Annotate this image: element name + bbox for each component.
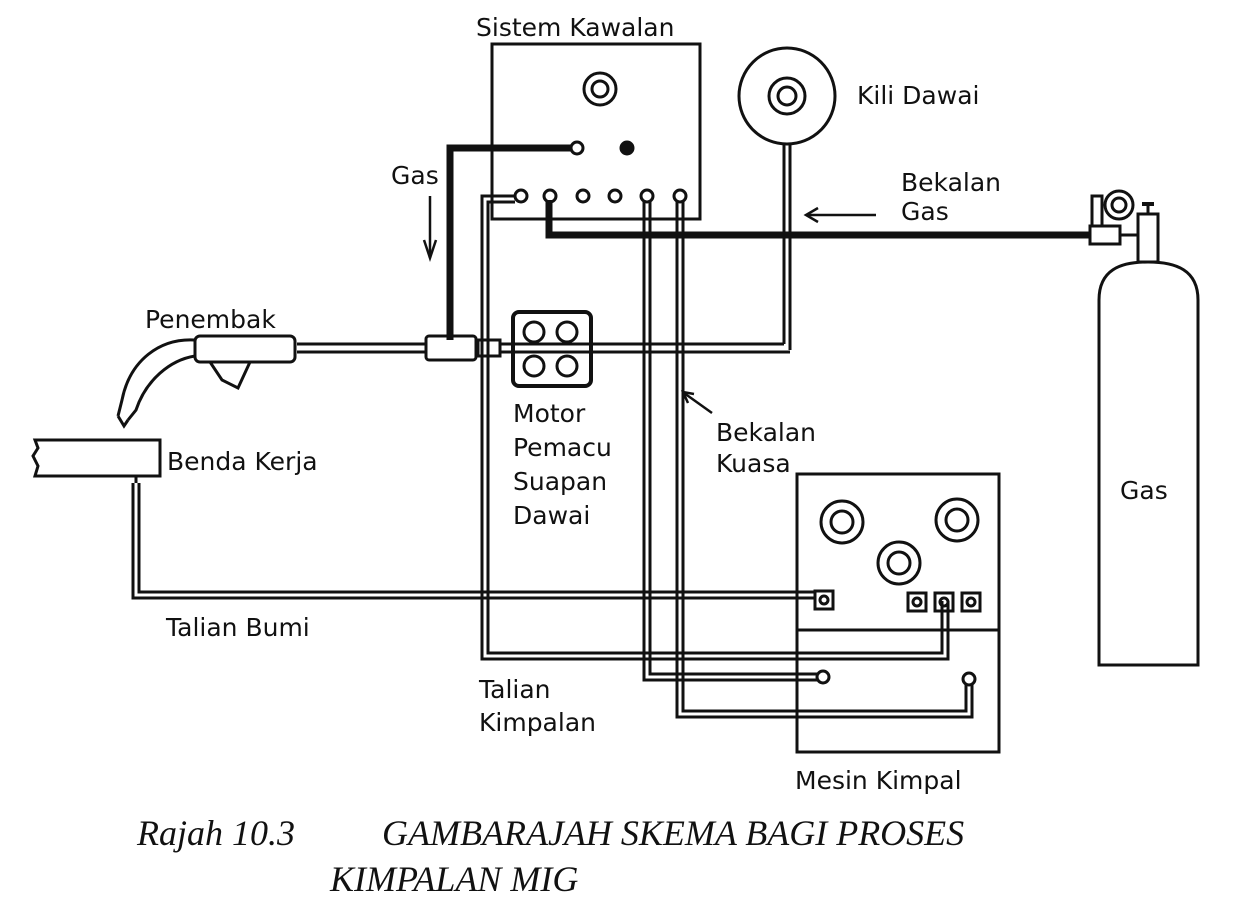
caption-number: Rajah 10.3 [137,813,295,853]
output-terminal [933,591,955,613]
machine-dial [819,499,865,545]
label-motor-line1: Motor [513,399,586,428]
workpiece [31,438,162,478]
ground-terminal [813,589,835,611]
label-motor-line4: Dawai [513,501,591,530]
label-wire-reel: Kili Dawai [857,81,980,110]
machine-terminal [815,669,831,685]
label-workpiece: Benda Kerja [167,447,318,476]
gas-hose [545,200,1090,239]
gun-connector-small [476,338,502,358]
label-power-supply-line1: Bekalan [716,418,816,447]
label-gun: Penembak [145,305,276,334]
control-terminal [575,188,591,204]
caption-line1: GAMBARAJAH SKEMA BAGI PROSES [382,813,965,853]
label-gas-supply-line2: Gas [901,197,949,226]
welding-gun [116,334,297,429]
label-ground-cable: Talian Bumi [166,613,310,642]
control-terminal [513,188,529,204]
wire-reel [737,46,837,146]
control-system-box [490,42,702,221]
control-terminal [672,188,688,204]
label-gas-supply-line1: Bekalan [901,168,1001,197]
label-power-supply-line2: Kuasa [716,449,791,478]
label-weld-cable-line1: Talian [479,675,551,704]
gas-regulator [1088,224,1122,246]
label-gas-cylinder: Gas [1120,476,1168,505]
power-supply-arrow [683,391,713,415]
label-motor-line2: Pemacu [513,433,612,462]
caption-line2: KIMPALAN MIG [330,859,579,899]
machine-dial [876,540,922,586]
control-terminal [569,140,585,156]
label-welding-machine: Mesin Kimpal [795,766,962,795]
label-control-system: Sistem Kawalan [476,13,675,42]
gun-connector [424,334,478,362]
control-terminal [607,188,623,204]
label-gas-arrow: Gas [391,161,439,190]
output-terminal [960,591,982,613]
ground-cable [131,483,816,600]
gas-cylinder [1097,260,1200,667]
label-weld-cable-line2: Kimpalan [479,708,596,737]
output-terminal [906,591,928,613]
cylinder-valve [1136,212,1160,264]
control-terminal [639,188,655,204]
gas-hose-to-gun [446,144,572,340]
welding-machine [795,472,1001,754]
machine-terminal [961,671,977,687]
regulator-gauge [1103,189,1135,221]
wire-feed-motor [511,310,593,388]
machine-dial [934,497,980,543]
label-motor-line3: Suapan [513,467,608,496]
control-knob [582,71,618,107]
